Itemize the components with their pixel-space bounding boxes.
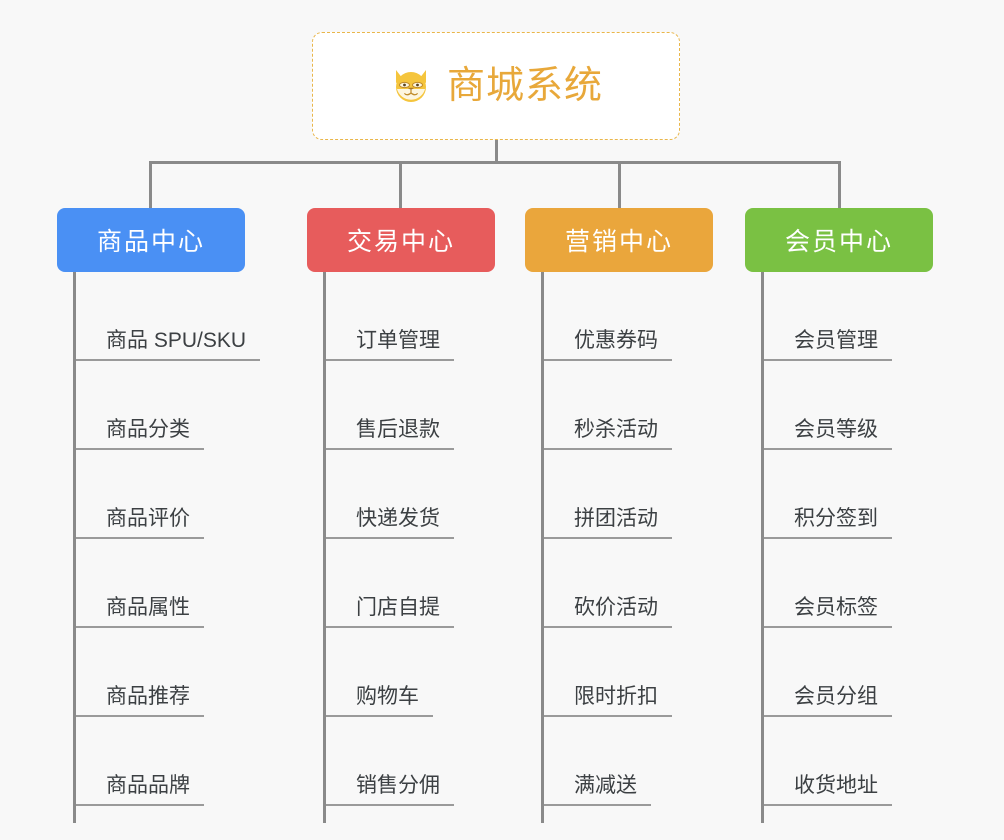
list-item-label: 会员分组 <box>764 685 892 717</box>
list-item[interactable]: 订单管理 <box>326 272 495 361</box>
branch-header-product-center[interactable]: 商品中心 <box>57 208 245 272</box>
branch-body-member-center: 会员管理 会员等级 积分签到 会员标签 会员分组 收货地址 <box>761 272 933 823</box>
root-title: 商城系统 <box>446 65 603 107</box>
list-item[interactable]: 秒杀活动 <box>544 361 713 450</box>
list-item[interactable]: 售后退款 <box>326 361 495 450</box>
connector-drop-3 <box>618 161 621 209</box>
list-item-label: 会员管理 <box>764 329 892 361</box>
list-item-label: 商品分类 <box>76 418 204 450</box>
list-item-label: 满减送 <box>544 774 651 806</box>
branch-header-marketing-center[interactable]: 营销中心 <box>525 208 713 272</box>
list-item-label: 门店自提 <box>326 596 454 628</box>
list-item-label: 销售分佣 <box>326 774 454 806</box>
list-item[interactable]: 商品属性 <box>76 539 260 628</box>
list-item[interactable]: 销售分佣 <box>326 717 495 806</box>
connector-horizontal-bus <box>149 161 841 164</box>
list-item-label: 商品品牌 <box>76 774 204 806</box>
list-item-label: 商品推荐 <box>76 685 204 717</box>
list-item-label: 商品 SPU/SKU <box>76 329 261 361</box>
branch-header-member-center[interactable]: 会员中心 <box>745 208 933 272</box>
list-item[interactable]: 商品推荐 <box>76 628 260 717</box>
branch-body-marketing-center: 优惠券码 秒杀活动 拼团活动 砍价活动 限时折扣 满减送 <box>541 272 713 823</box>
list-item[interactable]: 商品分类 <box>76 361 260 450</box>
list-item-label: 秒杀活动 <box>544 418 672 450</box>
branch-body-trade-center: 订单管理 售后退款 快递发货 门店自提 购物车 销售分佣 <box>323 272 495 823</box>
list-item-label: 限时折扣 <box>544 685 672 717</box>
list-item[interactable]: 优惠券码 <box>544 272 713 361</box>
branch-trade-center: 交易中心 订单管理 售后退款 快递发货 门店自提 购物车 销售分佣 <box>307 208 495 823</box>
list-item[interactable]: 会员等级 <box>764 361 933 450</box>
connector-drop-2 <box>399 161 402 209</box>
list-item-label: 拼团活动 <box>544 507 672 539</box>
list-item[interactable]: 门店自提 <box>326 539 495 628</box>
connector-root-stem <box>495 140 498 163</box>
list-item[interactable]: 会员管理 <box>764 272 933 361</box>
list-item-label: 商品属性 <box>76 596 204 628</box>
list-item[interactable]: 商品品牌 <box>76 717 260 806</box>
list-item-label: 购物车 <box>326 685 433 717</box>
list-item[interactable]: 砍价活动 <box>544 539 713 628</box>
list-item[interactable]: 商品 SPU/SKU <box>76 272 261 361</box>
list-item[interactable]: 收货地址 <box>764 717 933 806</box>
branch-body-product-center: 商品 SPU/SKU 商品分类 商品评价 商品属性 商品推荐 商品品牌 <box>73 272 261 823</box>
list-item-label: 砍价活动 <box>544 596 672 628</box>
dog-face-icon <box>389 64 433 108</box>
list-item[interactable]: 快递发货 <box>326 450 495 539</box>
connector-drop-4 <box>838 161 841 209</box>
list-item[interactable]: 商品评价 <box>76 450 260 539</box>
list-item[interactable]: 会员标签 <box>764 539 933 628</box>
root-node[interactable]: 商城系统 <box>312 32 680 140</box>
connector-drop-1 <box>149 161 152 209</box>
list-item-label: 商品评价 <box>76 507 204 539</box>
list-item[interactable]: 积分签到 <box>764 450 933 539</box>
list-item[interactable]: 满减送 <box>544 717 713 806</box>
branch-member-center: 会员中心 会员管理 会员等级 积分签到 会员标签 会员分组 收货地址 <box>745 208 933 823</box>
list-item-label: 快递发货 <box>326 507 454 539</box>
list-item-label: 优惠券码 <box>544 329 672 361</box>
list-item-label: 会员标签 <box>764 596 892 628</box>
branch-product-center: 商品中心 商品 SPU/SKU 商品分类 商品评价 商品属性 商品推荐 商品品牌 <box>57 208 261 823</box>
branch-header-trade-center[interactable]: 交易中心 <box>307 208 495 272</box>
list-item[interactable]: 会员分组 <box>764 628 933 717</box>
list-item[interactable]: 限时折扣 <box>544 628 713 717</box>
branch-marketing-center: 营销中心 优惠券码 秒杀活动 拼团活动 砍价活动 限时折扣 满减送 <box>525 208 713 823</box>
list-item[interactable]: 购物车 <box>326 628 495 717</box>
list-item-label: 订单管理 <box>326 329 454 361</box>
list-item-label: 积分签到 <box>764 507 892 539</box>
list-item-label: 会员等级 <box>764 418 892 450</box>
list-item-label: 收货地址 <box>764 774 892 806</box>
list-item-label: 售后退款 <box>326 418 454 450</box>
list-item[interactable]: 拼团活动 <box>544 450 713 539</box>
